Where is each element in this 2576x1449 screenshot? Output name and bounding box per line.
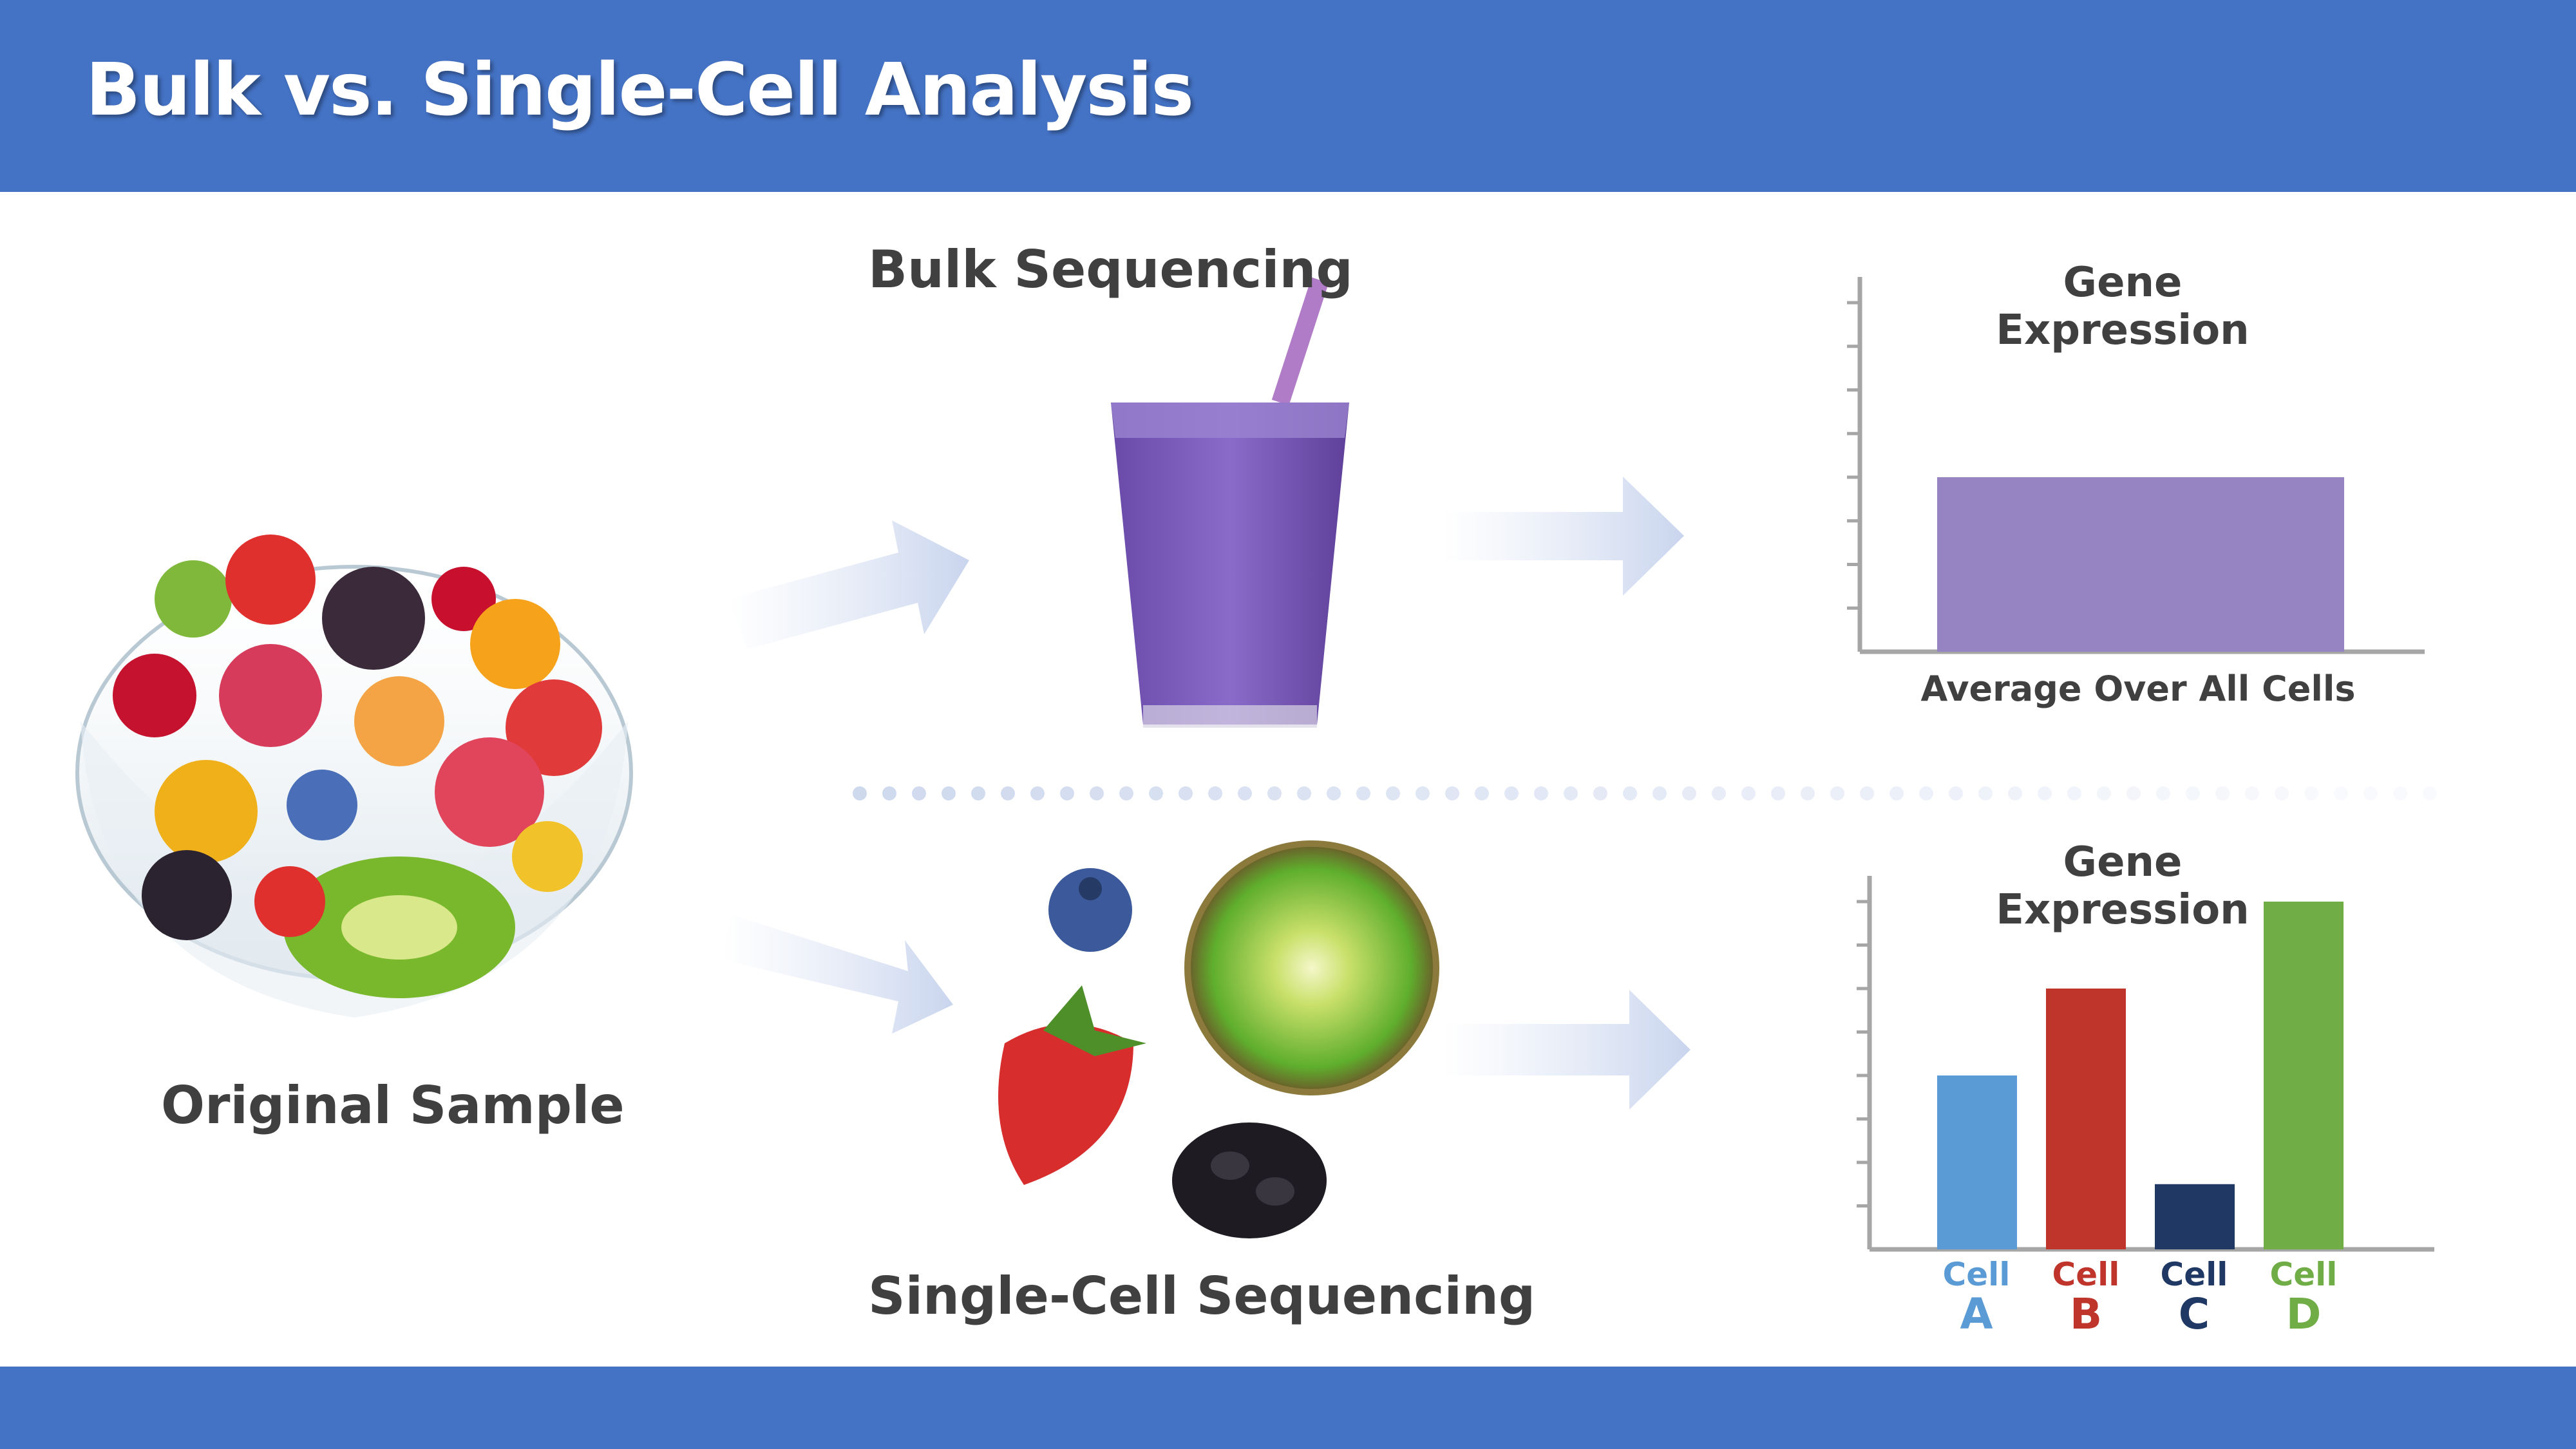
cell-c-letter: C <box>2178 1289 2210 1339</box>
divider-dot <box>2304 786 2318 800</box>
divider-dot <box>1416 786 1430 800</box>
bulk-chart-xlabel: Average Over All Cells <box>1920 668 2356 709</box>
cell-a-label: Cell A <box>1931 1256 2022 1336</box>
single-cell-sequencing-label: Single-Cell Sequencing <box>868 1266 1536 1326</box>
divider-dot <box>1653 786 1667 800</box>
arrow-to-single-chart <box>1443 990 1690 1110</box>
divider-dot <box>1327 786 1341 800</box>
divider-dot <box>1001 786 1015 800</box>
divider-dot <box>912 786 926 800</box>
divider-dot <box>2215 786 2230 800</box>
divider-dot <box>1119 786 1133 800</box>
bar-1 <box>1937 1075 2017 1249</box>
divider-dot <box>2156 786 2170 800</box>
cell-c-word: Cell <box>2160 1256 2228 1293</box>
divider-dot <box>1475 786 1489 800</box>
cell-d-word: Cell <box>2269 1256 2338 1293</box>
footer-bar <box>0 1367 2576 1449</box>
dotted-divider <box>853 786 2437 800</box>
divider-dot <box>2126 786 2141 800</box>
cell-d-label: Cell D <box>2259 1256 2349 1336</box>
fruit-bowl-image <box>75 535 633 1018</box>
divider-dot <box>2245 786 2259 800</box>
divider-dot <box>2275 786 2289 800</box>
single-chart-title: Gene Expression <box>1996 838 2249 934</box>
bar-2 <box>2046 989 2126 1249</box>
divider-dot <box>1060 786 1074 800</box>
arrow-to-single <box>721 914 953 1034</box>
divider-dot <box>1179 786 1193 800</box>
bar-3 <box>2155 1184 2235 1249</box>
divider-dot <box>2038 786 2052 800</box>
divider-dot <box>1356 786 1370 800</box>
cell-a-letter: A <box>1960 1289 1993 1339</box>
divider-dot <box>1919 786 1933 800</box>
divider-dot <box>1267 786 1282 800</box>
divider-dot <box>1978 786 1993 800</box>
divider-dot <box>1771 786 1785 800</box>
divider-dot <box>1297 786 1311 800</box>
divider-dot <box>2334 786 2348 800</box>
divider-dot <box>2423 786 2437 800</box>
blueberry-image <box>1048 868 1132 952</box>
blackberry-image <box>1172 1122 1327 1238</box>
cell-c-label: Cell C <box>2149 1256 2239 1336</box>
divider-dot <box>2363 786 2378 800</box>
divider-dot <box>1741 786 1756 800</box>
divider-dot <box>1949 786 1963 800</box>
smoothie-image <box>1111 277 1349 728</box>
divider-dot <box>2186 786 2200 800</box>
divider-dot <box>1445 786 1459 800</box>
divider-dot <box>1534 786 1548 800</box>
divider-dot <box>882 786 896 800</box>
divider-dot <box>942 786 956 800</box>
bar-1 <box>1937 477 2344 652</box>
divider-dot <box>1090 786 1104 800</box>
cell-b-label: Cell B <box>2041 1256 2131 1336</box>
divider-dot <box>1564 786 1578 800</box>
divider-dot <box>1860 786 1874 800</box>
strawberry-image <box>998 985 1146 1185</box>
divider-dot <box>971 786 985 800</box>
cell-b-letter: B <box>2069 1289 2103 1339</box>
divider-dot <box>1712 786 1726 800</box>
cell-b-word: Cell <box>2052 1256 2120 1293</box>
divider-dot <box>2067 786 2081 800</box>
divider-dot <box>1149 786 1163 800</box>
divider-dot <box>1682 786 1696 800</box>
kiwi-image <box>1184 840 1439 1095</box>
cell-a-word: Cell <box>1942 1256 2011 1293</box>
title-bar <box>0 0 2576 192</box>
page-title: Bulk vs. Single-Cell Analysis <box>86 48 1194 132</box>
divider-dot <box>2097 786 2111 800</box>
original-sample-label: Original Sample <box>161 1075 625 1135</box>
divider-dot <box>1386 786 1400 800</box>
arrow-to-bulk <box>728 520 969 649</box>
divider-dot <box>2393 786 2407 800</box>
arrow-to-bulk-chart <box>1443 477 1684 596</box>
bulk-sequencing-label: Bulk Sequencing <box>868 240 1353 299</box>
divider-dot <box>1801 786 1815 800</box>
divider-dot <box>1504 786 1519 800</box>
cell-d-letter: D <box>2286 1289 2322 1339</box>
divider-dot <box>1208 786 1222 800</box>
divider-dot <box>2008 786 2022 800</box>
divider-dot <box>1830 786 1844 800</box>
divider-dot <box>1593 786 1607 800</box>
divider-dot <box>1238 786 1252 800</box>
bulk-chart-title: Gene Expression <box>1996 259 2249 354</box>
divider-dot <box>1030 786 1045 800</box>
bar-4 <box>2264 902 2344 1249</box>
divider-dot <box>1623 786 1637 800</box>
divider-dot <box>1889 786 1904 800</box>
divider-dot <box>853 786 867 800</box>
